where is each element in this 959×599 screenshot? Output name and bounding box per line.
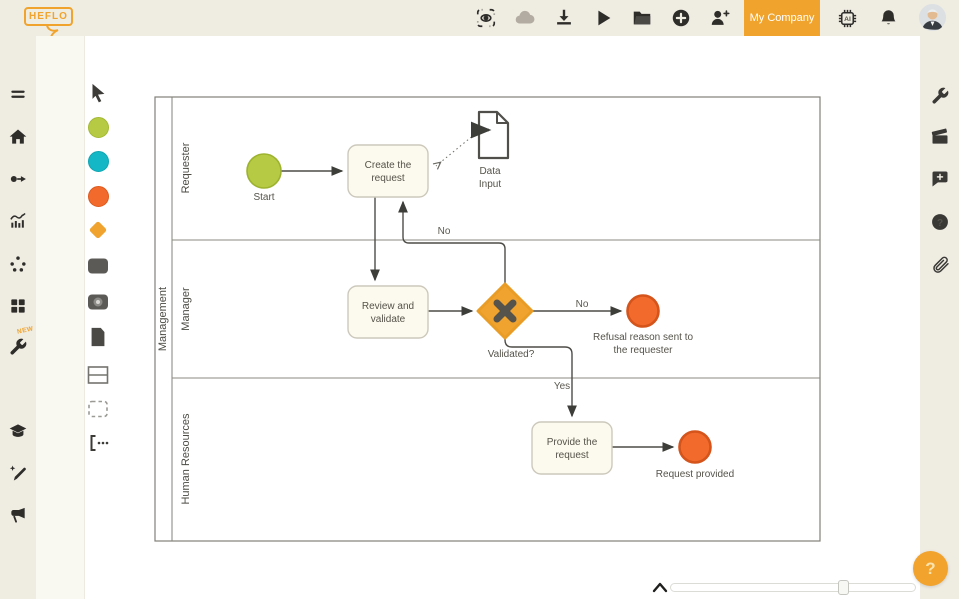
help-icon[interactable]: ? — [928, 210, 952, 234]
end-provided-label: Request provided — [656, 469, 734, 480]
data-input-label: Data — [479, 166, 501, 177]
document-tool[interactable] — [86, 325, 110, 349]
academy-icon[interactable] — [6, 419, 30, 443]
task-review-label2: validate — [371, 314, 406, 325]
flow-label-yes: Yes — [554, 381, 570, 392]
task-create-label2: request — [371, 173, 405, 184]
service-task-tool[interactable] — [86, 290, 110, 314]
cluster-icon[interactable] — [6, 252, 30, 276]
announcements-icon[interactable] — [6, 503, 30, 527]
task-create-request[interactable]: Create the request — [347, 144, 429, 198]
end-event-provided[interactable]: Request provided — [656, 430, 734, 481]
task-provide-request[interactable]: Provide the request — [531, 421, 613, 475]
download-icon[interactable] — [552, 6, 576, 30]
start-event-tool[interactable] — [86, 115, 110, 139]
task-review-validate[interactable]: Review and validate — [347, 285, 429, 339]
task-create-label: Create the — [365, 160, 412, 171]
flow-label-no-loop: No — [438, 226, 451, 237]
left-navigation: NEW — [0, 36, 36, 599]
right-navigation: ? — [920, 36, 959, 599]
menu-icon[interactable] — [6, 82, 30, 106]
gateway-tool[interactable] — [86, 218, 110, 242]
annotation-tool[interactable] — [86, 431, 110, 455]
analytics-icon[interactable] — [6, 209, 30, 233]
heflo-logo-text: HEFLO — [24, 7, 73, 26]
invite-user-icon[interactable] — [708, 6, 732, 30]
tools-wrench-icon[interactable] — [6, 335, 30, 359]
task-provide-label2: request — [555, 450, 589, 461]
scroll-up-chevron-icon[interactable] — [651, 580, 669, 599]
focus-preview-icon[interactable] — [474, 6, 498, 30]
properties-wrench-icon[interactable] — [928, 84, 952, 108]
folder-icon[interactable] — [630, 6, 654, 30]
end-refusal-label2: the requester — [614, 345, 674, 356]
comment-add-icon[interactable] — [928, 167, 952, 191]
end-event-tool[interactable] — [86, 184, 110, 208]
task-provide-label: Provide the — [547, 437, 598, 448]
data-input-object[interactable]: Data Input — [471, 110, 510, 190]
shape-palette — [36, 36, 109, 599]
task-tool[interactable] — [86, 254, 110, 278]
attachment-paperclip-icon[interactable] — [928, 252, 952, 276]
lane-label-human-resources: Human Resources — [180, 413, 192, 505]
start-event[interactable]: Start — [246, 153, 282, 203]
gateway-label: Validated? — [488, 349, 535, 360]
logo-tail-icon — [46, 24, 59, 38]
flow-label-no-refusal: No — [576, 299, 589, 310]
pool-label: Management — [157, 287, 169, 351]
data-input-label2: Input — [479, 179, 501, 190]
heflo-logo[interactable]: HEFLO — [24, 6, 73, 38]
scrollbar-thumb[interactable] — [838, 580, 849, 595]
pool-tool[interactable] — [86, 363, 110, 387]
group-tool[interactable] — [86, 397, 110, 421]
intermediate-event-tool[interactable] — [86, 149, 110, 173]
ai-chip-icon[interactable]: AI — [835, 6, 859, 30]
help-button[interactable]: ? — [913, 551, 948, 586]
sequence-flows — [281, 133, 675, 452]
end-refusal-label: Refusal reason sent to — [593, 332, 693, 343]
select-cursor-icon[interactable] — [86, 81, 110, 105]
start-event-label: Start — [253, 192, 274, 203]
notifications-bell-icon[interactable] — [876, 6, 900, 30]
gateway-validated[interactable]: Validated? — [476, 282, 535, 360]
ai-chip-label: AI — [844, 15, 851, 22]
media-clapper-icon[interactable] — [928, 125, 952, 149]
apps-grid-icon[interactable] — [6, 294, 30, 318]
end-event-refusal[interactable]: Refusal reason sent to the requester — [593, 294, 693, 357]
user-avatar[interactable] — [919, 4, 946, 31]
task-review-label: Review and — [362, 301, 414, 312]
lane-label-requester: Requester — [180, 142, 192, 193]
home-icon[interactable] — [6, 125, 30, 149]
top-bar: HEFLO — [0, 0, 959, 38]
cloud-icon[interactable] — [513, 6, 537, 30]
horizontal-scrollbar[interactable] — [670, 580, 916, 595]
add-circle-icon[interactable] — [669, 6, 693, 30]
lane-label-manager: Manager — [180, 287, 192, 331]
company-button[interactable]: My Company — [744, 0, 820, 36]
help-icon-glyph: ? — [937, 218, 943, 229]
play-icon[interactable] — [591, 6, 615, 30]
process-flow-icon[interactable] — [6, 167, 30, 191]
improve-icon[interactable] — [6, 461, 30, 485]
